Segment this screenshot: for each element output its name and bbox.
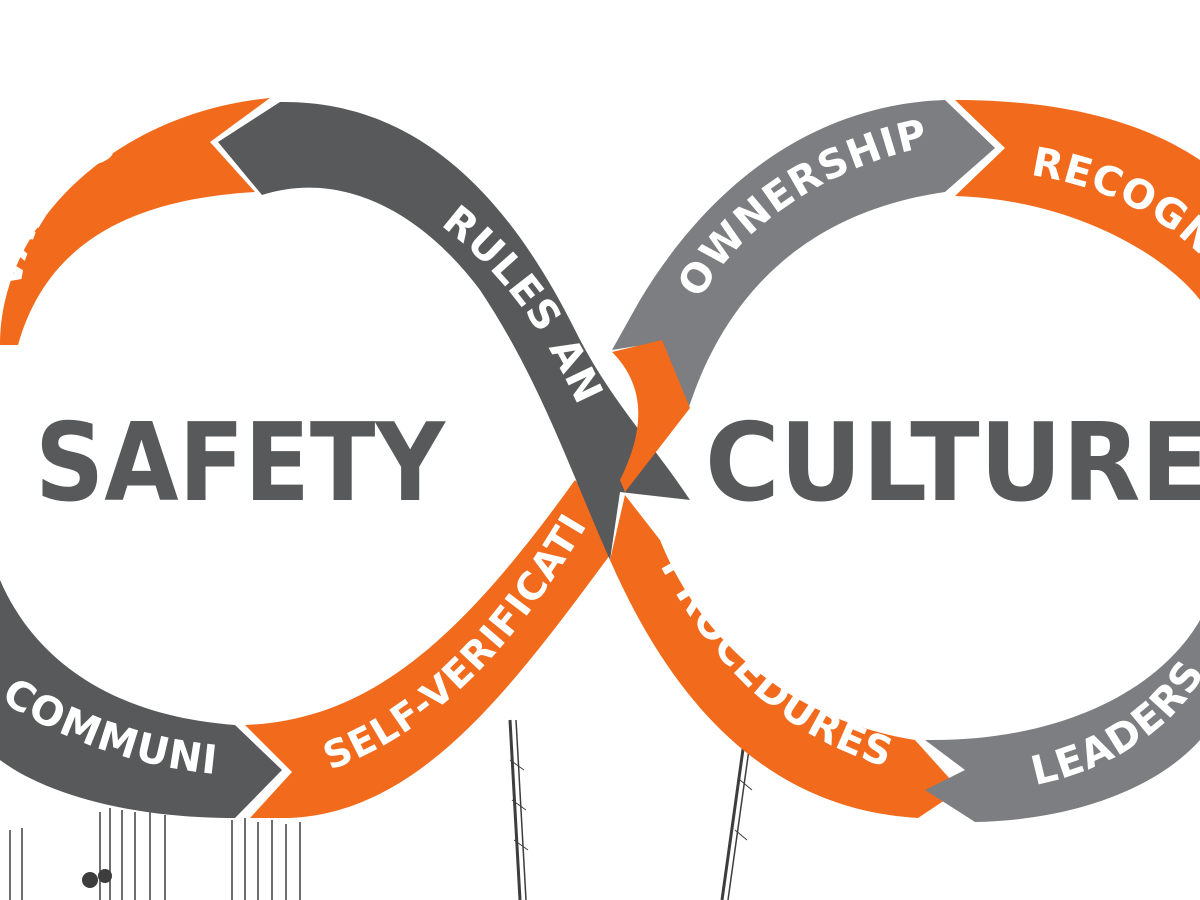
crane-sketch-left — [508, 719, 529, 900]
segment-self-verification — [245, 480, 610, 818]
word-safety: SAFETY — [35, 401, 447, 526]
segment-orange-connector — [612, 340, 690, 492]
segment-recognition — [955, 100, 1200, 300]
segment-procedures — [610, 495, 960, 818]
word-culture: CULTURE — [705, 401, 1200, 526]
segment-communication — [0, 580, 282, 818]
segment-leadership — [925, 620, 1200, 822]
segment-ownership — [612, 100, 995, 410]
segment-rules-and — [218, 101, 690, 560]
crane-sketch-right — [720, 734, 753, 900]
building-sketch — [9, 808, 301, 900]
segment-values — [0, 98, 270, 345]
